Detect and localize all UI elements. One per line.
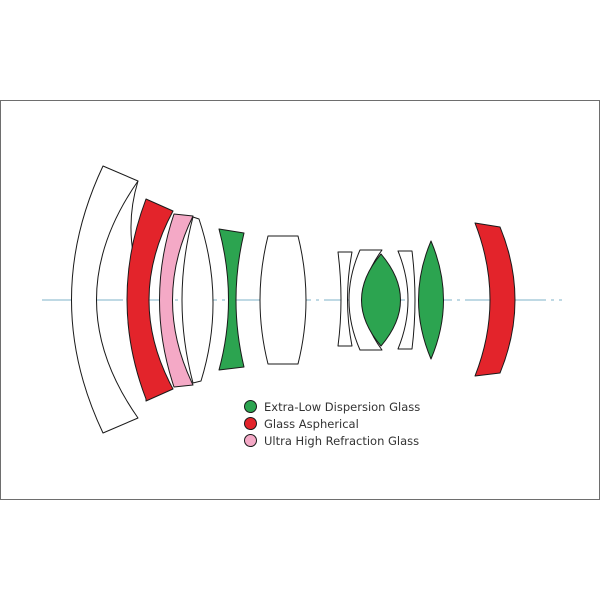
legend-item-aspherical: Glass Aspherical (244, 415, 444, 432)
legend-label: Ultra High Refraction Glass (264, 433, 420, 448)
lens-element-12 (474, 222, 516, 377)
legend-item-ed-glass: Extra-Low Dispersion Glass (244, 398, 444, 415)
uhr-glass-swatch-icon (244, 434, 257, 447)
lens-element-6 (259, 235, 307, 365)
lens-element-5 (218, 228, 245, 371)
legend-item-uhr-glass: Ultra High Refraction Glass (244, 432, 444, 449)
lens-element-10 (397, 250, 416, 350)
lens-element-9 (361, 253, 401, 347)
lens-element-7 (337, 251, 353, 347)
lens-element-11 (418, 240, 444, 360)
lens-element-2 (126, 198, 174, 402)
lens-element-4 (181, 216, 214, 384)
lens-element-3 (159, 213, 194, 388)
ed-glass-swatch-icon (244, 400, 257, 413)
glass-legend: Extra-Low Dispersion Glass Glass Aspheri… (244, 398, 444, 449)
lens-element-1 (71, 165, 139, 434)
legend-label: Glass Aspherical (264, 416, 359, 431)
legend-label: Extra-Low Dispersion Glass (264, 399, 421, 414)
aspherical-swatch-icon (244, 417, 257, 430)
